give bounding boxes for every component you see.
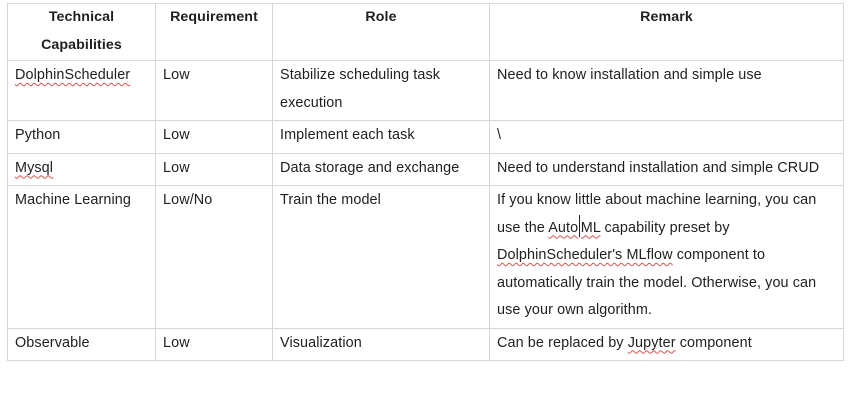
header-role: Role <box>272 3 490 61</box>
table-row: Machine Learning Low/No Train the model … <box>7 185 844 329</box>
cell-role: Implement each task <box>272 120 490 154</box>
remark-text: component to automatically train the mod… <box>497 247 817 318</box>
remark-text: component <box>675 334 752 351</box>
cell-role: Visualization <box>272 327 490 361</box>
cell-role: Data storage and exchange <box>272 152 490 186</box>
text-cursor <box>578 214 581 237</box>
misspelled-word: Jupyter <box>627 334 676 351</box>
capabilities-table: Technical Capabilities Requirement Role … <box>7 3 844 361</box>
cell-requirement: Low <box>155 327 273 361</box>
cell-requirement: Low/No <box>155 185 273 329</box>
cell-remark[interactable]: If you know little about machine learnin… <box>489 185 844 329</box>
table-row: Observable Low Visualization Can be repl… <box>7 327 844 361</box>
misspelled-word: DolphinScheduler's MLflow <box>497 247 673 263</box>
cell-capability: Machine Learning <box>7 185 156 329</box>
cell-remark: \ <box>489 120 844 154</box>
header-remark: Remark <box>489 3 844 61</box>
table-row: DolphinScheduler Low Stabilize schedulin… <box>7 60 844 121</box>
cell-capability: Mysql <box>7 152 156 186</box>
remark-text: Can be replaced by <box>497 334 628 351</box>
word-fragment: ML <box>580 219 601 236</box>
header-technical-capabilities: Technical Capabilities <box>7 3 156 61</box>
cell-role: Stabilize scheduling task execution <box>272 60 490 121</box>
table-row: Python Low Implement each task \ <box>7 120 844 154</box>
cell-role: Train the model <box>272 185 490 329</box>
remark-text: capability preset by <box>600 219 730 236</box>
cell-remark: Need to understand installation and simp… <box>489 152 844 186</box>
cell-capability: Python <box>7 120 156 154</box>
misspelled-word: Mysql <box>15 159 54 176</box>
cell-requirement: Low <box>155 120 273 154</box>
misspelled-word: DolphinScheduler <box>15 67 131 83</box>
cell-capability: Observable <box>7 327 156 361</box>
cell-requirement: Low <box>155 152 273 186</box>
remark-text: If you know little about machine learnin… <box>497 192 817 236</box>
cell-remark: Need to know installation and simple use <box>489 60 844 121</box>
word-fragment: Auto <box>548 219 579 236</box>
cell-capability: DolphinScheduler <box>7 60 156 121</box>
cell-requirement: Low <box>155 60 273 121</box>
capabilities-table-container: Technical Capabilities Requirement Role … <box>7 3 844 361</box>
cell-remark: Can be replaced by Jupyter component <box>489 327 844 361</box>
table-header-row: Technical Capabilities Requirement Role … <box>7 3 844 61</box>
table-row: Mysql Low Data storage and exchange Need… <box>7 152 844 186</box>
header-requirement: Requirement <box>155 3 273 61</box>
